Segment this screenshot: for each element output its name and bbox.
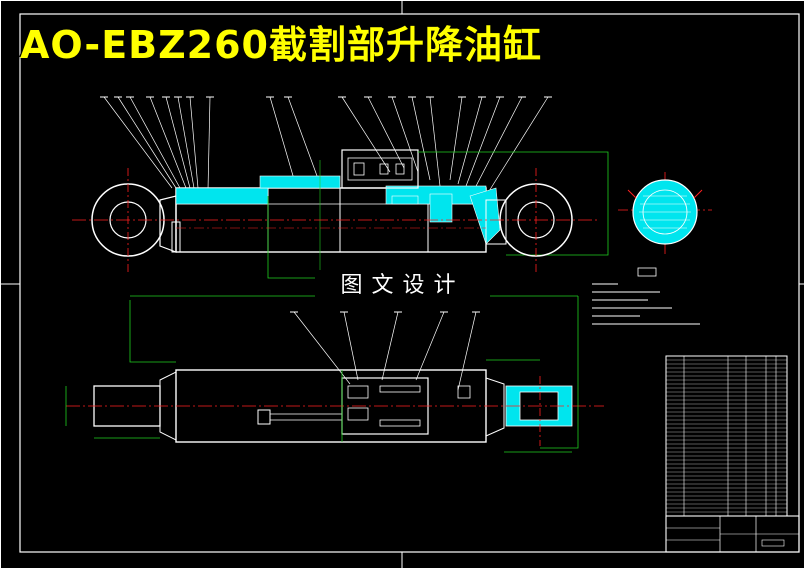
drawing-title: AO-EBZ260截割部升降油缸 bbox=[20, 23, 542, 67]
bottom-dimensions bbox=[65, 295, 579, 453]
section-detail bbox=[618, 172, 712, 277]
valve-details bbox=[353, 162, 405, 176]
watermark-label: 图文设计 bbox=[315, 270, 490, 302]
section-hatch-lines bbox=[639, 195, 691, 229]
section-hatch-mid bbox=[259, 175, 341, 189]
bottom-valve-details bbox=[347, 385, 471, 427]
bottom-leader-lines bbox=[293, 311, 477, 391]
title-block bbox=[665, 515, 800, 553]
left-head bbox=[159, 195, 177, 253]
bottom-cap-end bbox=[485, 377, 505, 437]
section-hatch-port bbox=[391, 195, 419, 205]
valve-block bbox=[341, 149, 419, 189]
section-hatch-cap bbox=[469, 187, 501, 245]
section-label-box bbox=[637, 267, 657, 277]
section-hatch-left bbox=[175, 187, 269, 205]
tech-notes bbox=[592, 283, 700, 325]
parts-list-rows bbox=[666, 359, 787, 513]
right-eye-neck bbox=[485, 199, 507, 245]
top-leader-lines bbox=[103, 96, 549, 197]
bottom-port-left bbox=[257, 409, 271, 425]
top-dim-green bbox=[418, 151, 609, 256]
top-dim-green-left bbox=[267, 196, 316, 279]
top-view bbox=[72, 96, 609, 279]
section-hatch-gland bbox=[429, 193, 453, 223]
bottom-view bbox=[65, 295, 604, 453]
valve-inner bbox=[347, 157, 413, 181]
drawing-frame-inner bbox=[19, 13, 800, 553]
